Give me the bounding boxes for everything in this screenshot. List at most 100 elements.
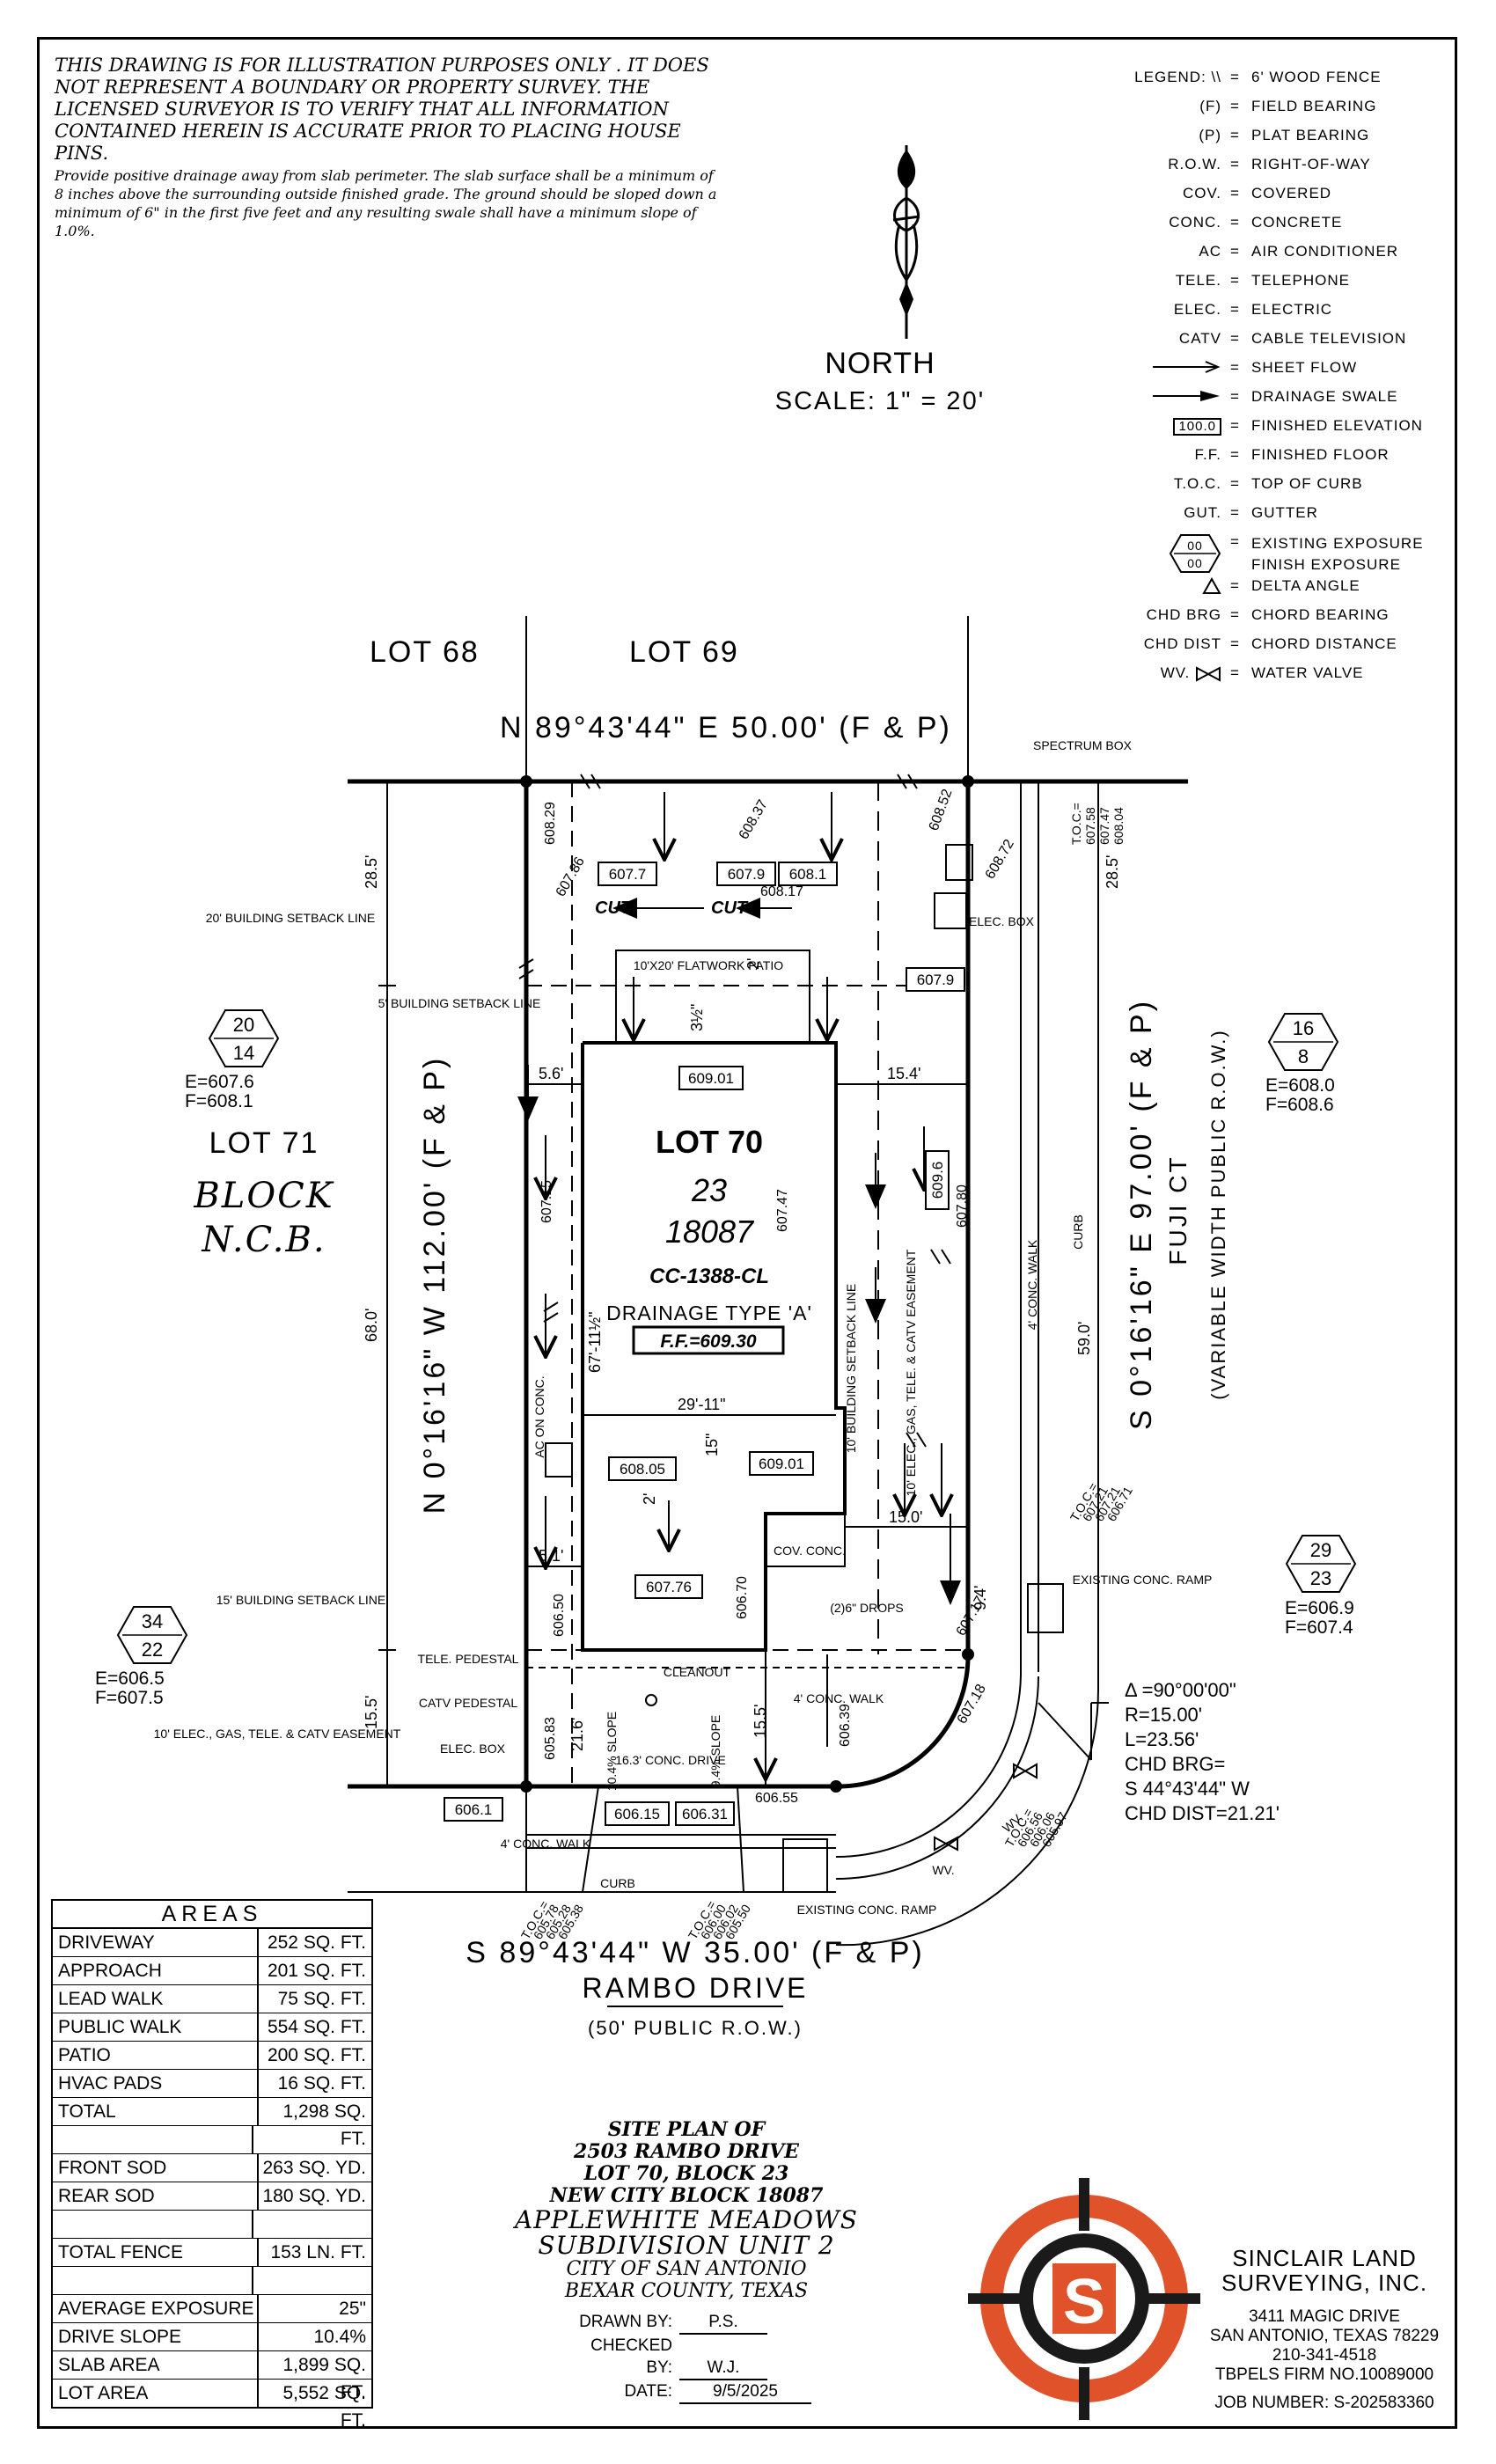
area-name: DRIVE SLOPE	[53, 2323, 259, 2350]
area-value: 16 SQ. FT.	[277, 2073, 366, 2094]
dim-label: 9.4'	[972, 1586, 989, 1610]
drainage-swale-arrow-icon	[1151, 388, 1221, 408]
legend-desc: ELECTRIC	[1251, 301, 1333, 318]
area-name: TOTAL FENCE	[53, 2239, 259, 2266]
legend-desc: DELTA ANGLE	[1251, 577, 1360, 594]
company-block: SINCLAIR LAND SURVEYING, INC. 3411 MAGIC…	[1206, 2246, 1443, 2413]
exposure-ne: 16 8 E=608.0 F=608.6	[1265, 1013, 1339, 1115]
elevation-box: 609.01	[688, 1070, 734, 1087]
svg-text:00: 00	[1187, 556, 1203, 570]
dim-label: 2'	[641, 1493, 658, 1505]
cov-conc-label: COV. CONC.	[774, 1544, 846, 1558]
area-value: 1,899 SQ. FT.	[282, 2355, 366, 2402]
title-block: SITE PLAN OF 2503 RAMBO DRIVE LOT 70, BL…	[493, 2119, 880, 2303]
elevation-box: 609.6	[929, 1162, 946, 1199]
toc-se: T.O.C.= 606.56 606.06 605.97	[1002, 1806, 1070, 1849]
toc-e: T.O.C.= 607.21 607.21 606.71	[1067, 1480, 1135, 1523]
subdivision-unit: SUBDIVISION UNIT 2	[538, 2231, 835, 2260]
legend-symbol: CHD BRG	[1146, 606, 1221, 623]
logo-letter: S	[1063, 2267, 1105, 2337]
legend-desc: EXISTING EXPOSURE FINISH EXPOSURE	[1251, 535, 1424, 573]
legend-symbol: F.F.	[1194, 446, 1221, 463]
block-number: 23	[691, 1172, 727, 1208]
cleanout-icon	[645, 1694, 657, 1706]
area-name: APPROACH	[53, 1957, 259, 1984]
legend-desc: COVERED	[1251, 185, 1332, 202]
finish-elevation: F=607.4	[1285, 1617, 1353, 1638]
legend-desc: WATER VALVE	[1251, 664, 1364, 681]
area-value: 75 SQ. FT.	[277, 1989, 366, 2009]
easement-west-label: 10' ELEC., GAS, TELE. & CATV EASEMENT	[154, 1727, 401, 1741]
dim-label: 21.6'	[568, 1718, 586, 1751]
legend-symbol: (F)	[1199, 98, 1221, 114]
drawn-info: DRAWN BY:P.S. CHECKED BY:W.J. DATE:9/5/2…	[577, 2311, 811, 2404]
finish-elevation: F=608.6	[1265, 1095, 1334, 1115]
legend-symbol: R.O.W.	[1168, 156, 1221, 172]
table-row: SLAB AREA 1,899 SQ. FT.	[53, 2351, 371, 2402]
company-address: 3411 MAGIC DRIVE	[1249, 2307, 1400, 2326]
spot-elevation: 608.17	[760, 884, 803, 899]
legend-title: LEGEND:	[1134, 69, 1206, 85]
sidewalk-curve-inner	[835, 1671, 1022, 1858]
legend-symbol: AC	[1199, 243, 1221, 260]
area-name: PATIO	[53, 2042, 259, 2069]
elevation-box: 607.76	[646, 1579, 692, 1595]
curb-east-label: CURB	[1071, 1214, 1085, 1250]
easement-east-label: 10' ELEC., GAS, TELE. & CATV EASEMENT	[904, 1249, 918, 1496]
legend-desc: TELEPHONE	[1251, 272, 1350, 289]
curve-data: Δ =90°00'00" R=15.00' L=23.56' CHD BRG= …	[1038, 1679, 1280, 1824]
dim-label: 15.5'	[363, 1696, 380, 1729]
date-label: DATE:	[624, 2382, 672, 2401]
legend-symbol: CHD DIST	[1143, 635, 1221, 652]
spot-elevation: 606.70	[735, 1576, 750, 1619]
date: 9/5/2025	[679, 2380, 811, 2404]
toc-label: T.O.C.=	[1069, 803, 1083, 845]
table-spacer	[53, 2126, 371, 2154]
drainage-note: Provide positive drainage away from slab…	[55, 167, 717, 239]
spot-elevations: 608.29 607.86 608.37 608.52 608.72 608.1…	[539, 787, 1017, 1806]
elevation-box: 606.31	[682, 1806, 728, 1822]
setback-5-label: 5' BUILDING SETBACK LINE	[378, 996, 541, 1010]
disclaimer-text: THIS DRAWING IS FOR ILLUSTRATION PURPOSE…	[55, 55, 709, 164]
curve-length: L=23.56'	[1125, 1728, 1199, 1750]
lot-label-block: LOT 70 23 18087 CC-1388-CL DRAINAGE TYPE…	[606, 1124, 812, 1355]
slope-right-label: 9.4% SLOPE	[708, 1715, 722, 1788]
existing-elevation: E=606.9	[1285, 1598, 1354, 1618]
dim-label: 68.0'	[363, 1309, 380, 1342]
wood-fence	[518, 774, 951, 1448]
drainage-type: DRAINAGE TYPE 'A'	[606, 1302, 812, 1324]
curve-radius: R=15.00'	[1125, 1704, 1202, 1726]
elevation-box: 606.1	[455, 1801, 493, 1818]
dim-label: 15"	[703, 1434, 721, 1456]
existing-exposure: 34	[142, 1610, 163, 1632]
ac-on-conc-label: AC ON CONC.	[532, 1375, 546, 1457]
elevation-box: 608.1	[789, 866, 827, 883]
street-east-name: FUJI CT	[1164, 1155, 1192, 1265]
sheet-flow-arrow-icon	[1151, 359, 1221, 379]
east-bearing: S 0°16'16" E 97.00' (F & P)	[1125, 999, 1158, 1430]
dim-label: 3½"	[688, 1004, 706, 1031]
existing-ramp-south	[782, 1838, 828, 1893]
area-name: LEAD WALK	[53, 1985, 259, 2013]
spot-elevation: 608.72	[983, 837, 1017, 882]
cut-label: CUT	[711, 898, 749, 918]
disclaimer: THIS DRAWING IS FOR ILLUSTRATION PURPOSE…	[55, 55, 723, 240]
legend-desc: TOP OF CURB	[1251, 475, 1363, 492]
existing-ramp-east	[1027, 1583, 1064, 1633]
spot-elevation: 607.15	[539, 1180, 554, 1223]
legend-desc: CHORD BEARING	[1251, 606, 1390, 623]
finish-elevation: F=607.5	[95, 1688, 164, 1708]
dimension-labels: 28.5' 68.0' 15.5' 28.5' 59.0' 5.6' 15.4'…	[363, 855, 1121, 1751]
area-name: SLAB AREA	[53, 2351, 259, 2379]
dim-label: 15.5'	[752, 1705, 769, 1738]
table-row: LEAD WALK 75 SQ. FT.	[53, 1985, 371, 2013]
county: BEXAR COUNTY, TEXAS	[564, 2280, 809, 2302]
job-number-label: JOB NUMBER:	[1214, 2394, 1330, 2412]
elec-box-label: ELEC. BOX	[440, 1742, 506, 1756]
finished-elevations: 607.7 607.9 608.1 607.9 609.01 609.6 608…	[444, 862, 965, 1826]
